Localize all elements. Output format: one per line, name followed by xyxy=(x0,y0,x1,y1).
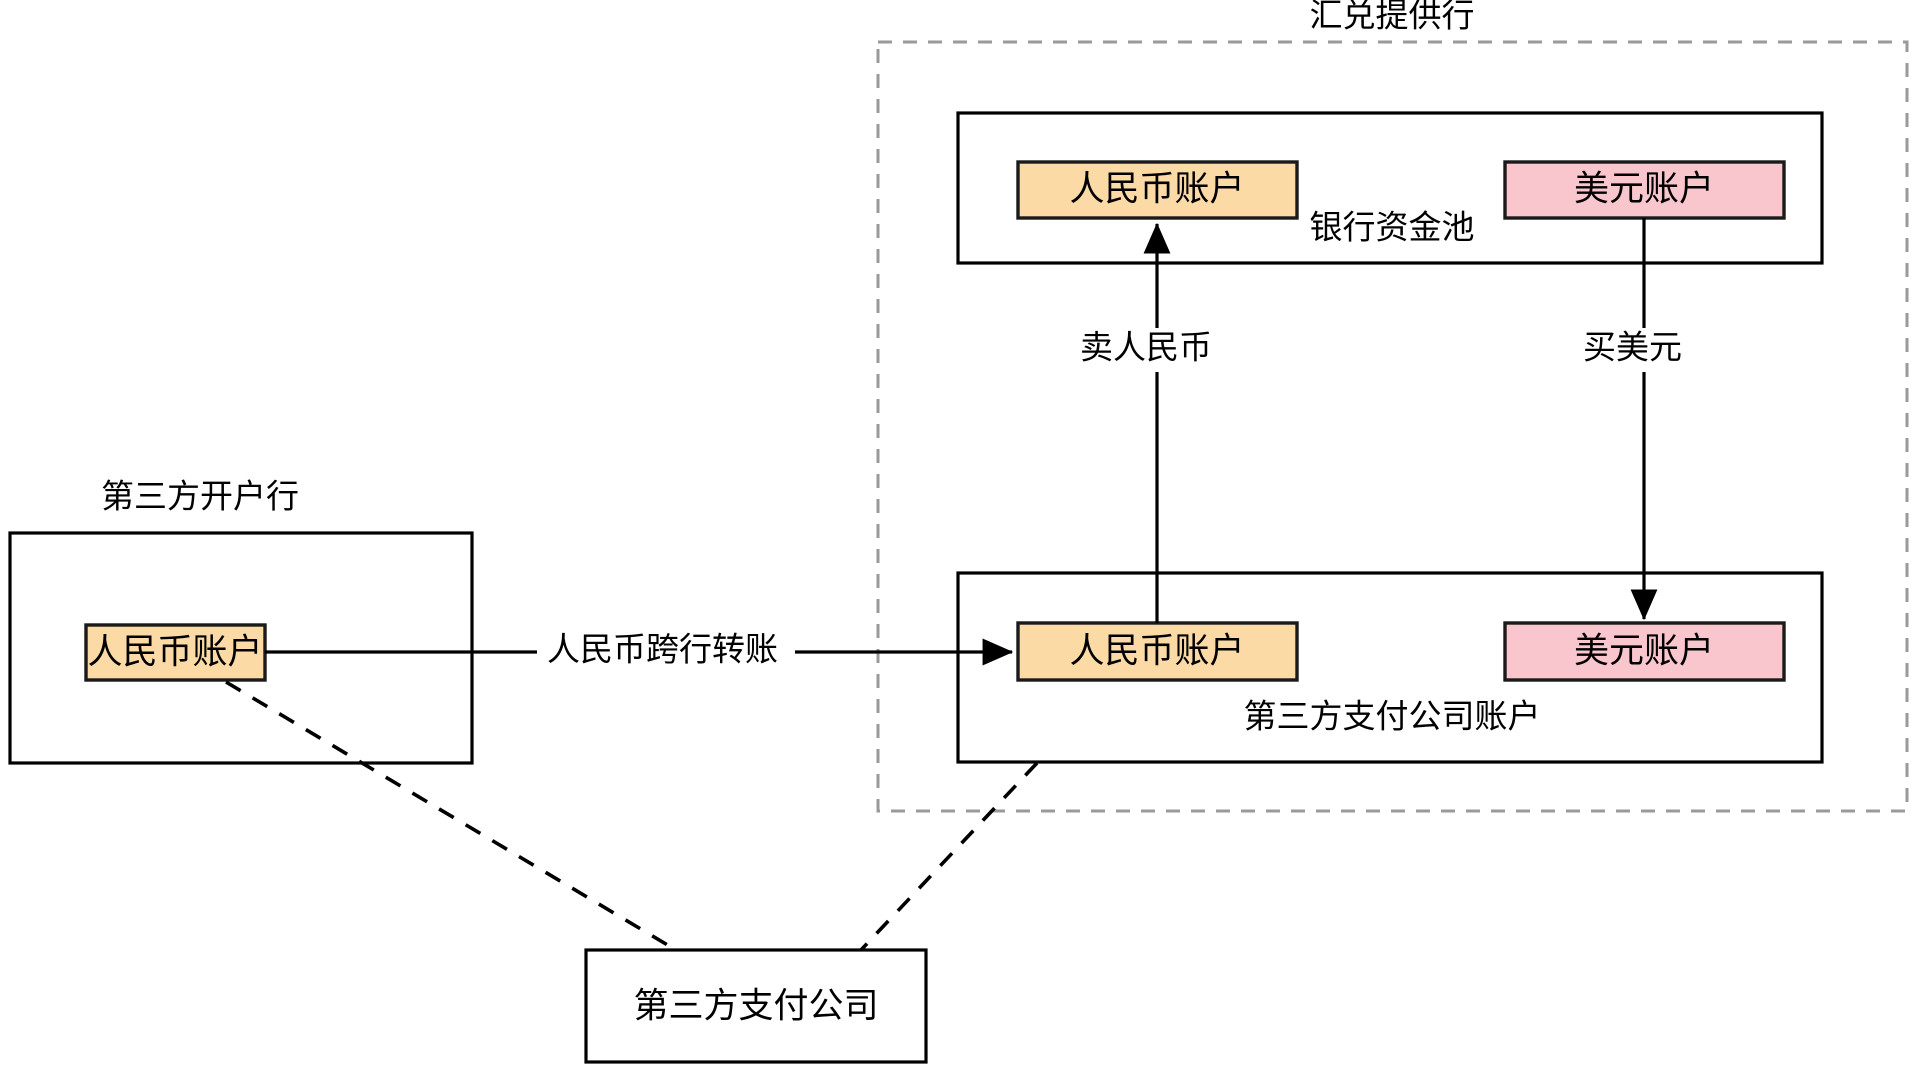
sell-rmb-label: 卖人民币 xyxy=(1080,329,1212,366)
rmb-account-opening-bank-box[interactable] xyxy=(84,623,267,682)
edge-sell-rmb: 卖人民币 xyxy=(1075,222,1245,623)
bank-fund-pool-title: 银行资金池 xyxy=(1310,209,1475,246)
edge-tpp-to-opening-bank-account xyxy=(225,680,677,952)
third-party-payment-company-label: 第三方支付公司 xyxy=(633,986,878,1025)
node-rmb-account-opening-bank[interactable]: 人民币账户 xyxy=(84,623,267,682)
edge-buy-usd: 买美元 xyxy=(1578,218,1714,621)
rmb-account-pool-label: 人民币账户 xyxy=(1069,169,1244,208)
usd-account-tpp-label: 美元账户 xyxy=(1574,631,1714,670)
node-rmb-account-tpp[interactable]: 人民币账户 xyxy=(1016,621,1299,682)
edge-tpp-to-payment-accounts xyxy=(859,761,1039,952)
rmb-account-opening-bank-label: 人民币账户 xyxy=(87,632,262,671)
rmb-account-pool-box[interactable] xyxy=(1016,160,1299,220)
group-third-party-opening-bank: 第三方开户行 xyxy=(8,478,474,765)
third-party-opening-bank-title: 第三方开户行 xyxy=(101,478,299,515)
node-usd-account-pool[interactable]: 美元账户 xyxy=(1503,160,1786,220)
fx-provider-bank-dashed-border xyxy=(876,40,1909,813)
usd-account-pool-label: 美元账户 xyxy=(1574,169,1714,208)
node-rmb-account-pool[interactable]: 人民币账户 xyxy=(1016,160,1299,220)
buy-usd-label: 买美元 xyxy=(1583,329,1682,366)
rmb-account-tpp-box[interactable] xyxy=(1016,621,1299,682)
usd-account-tpp-box[interactable] xyxy=(1503,621,1786,682)
buy-usd-label-backing xyxy=(1578,328,1714,372)
third-party-payment-company-box[interactable] xyxy=(584,948,928,1064)
node-third-party-payment-company[interactable]: 第三方支付公司 xyxy=(584,948,928,1064)
fx-provider-bank-title: 汇兑提供行 xyxy=(1310,0,1475,34)
edge-cross-bank-transfer: 人民币跨行转账 xyxy=(265,631,1014,668)
usd-account-pool-box[interactable] xyxy=(1503,160,1786,220)
third-party-payment-accounts-title: 第三方支付公司账户 xyxy=(1244,698,1541,735)
cross-bank-transfer-label: 人民币跨行转账 xyxy=(547,631,778,668)
tpp-opening-bank-dashed-line xyxy=(225,680,677,952)
rmb-account-tpp-label: 人民币账户 xyxy=(1069,631,1244,670)
sell-rmb-label-backing xyxy=(1075,328,1245,372)
tpp-payment-accounts-dashed-line xyxy=(859,761,1039,952)
node-usd-account-tpp[interactable]: 美元账户 xyxy=(1503,621,1786,682)
group-fx-provider-bank: 汇兑提供行 xyxy=(876,0,1909,813)
